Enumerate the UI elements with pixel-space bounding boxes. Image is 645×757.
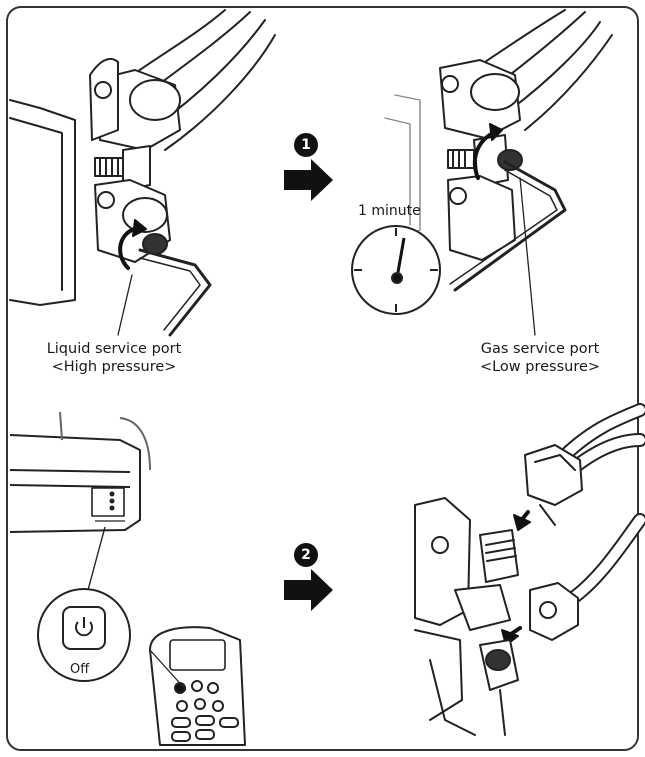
timer-label: 1 minute xyxy=(358,202,421,220)
liquid-port-pressure: <High pressure> xyxy=(24,358,204,376)
step-2-badge: 2 xyxy=(294,543,318,567)
gas-port-pressure: <Low pressure> xyxy=(450,358,630,376)
off-label: Off xyxy=(70,661,89,679)
gas-port-name: Gas service port xyxy=(450,340,630,358)
clock-icon xyxy=(352,226,440,314)
liquid-port-name: Liquid service port xyxy=(24,340,204,358)
remote-control xyxy=(150,627,245,745)
gas-port-label: Gas service port <Low pressure> xyxy=(450,340,630,376)
liquid-port-label: Liquid service port <High pressure> xyxy=(24,340,204,376)
step-1-badge: 1 xyxy=(294,133,318,157)
